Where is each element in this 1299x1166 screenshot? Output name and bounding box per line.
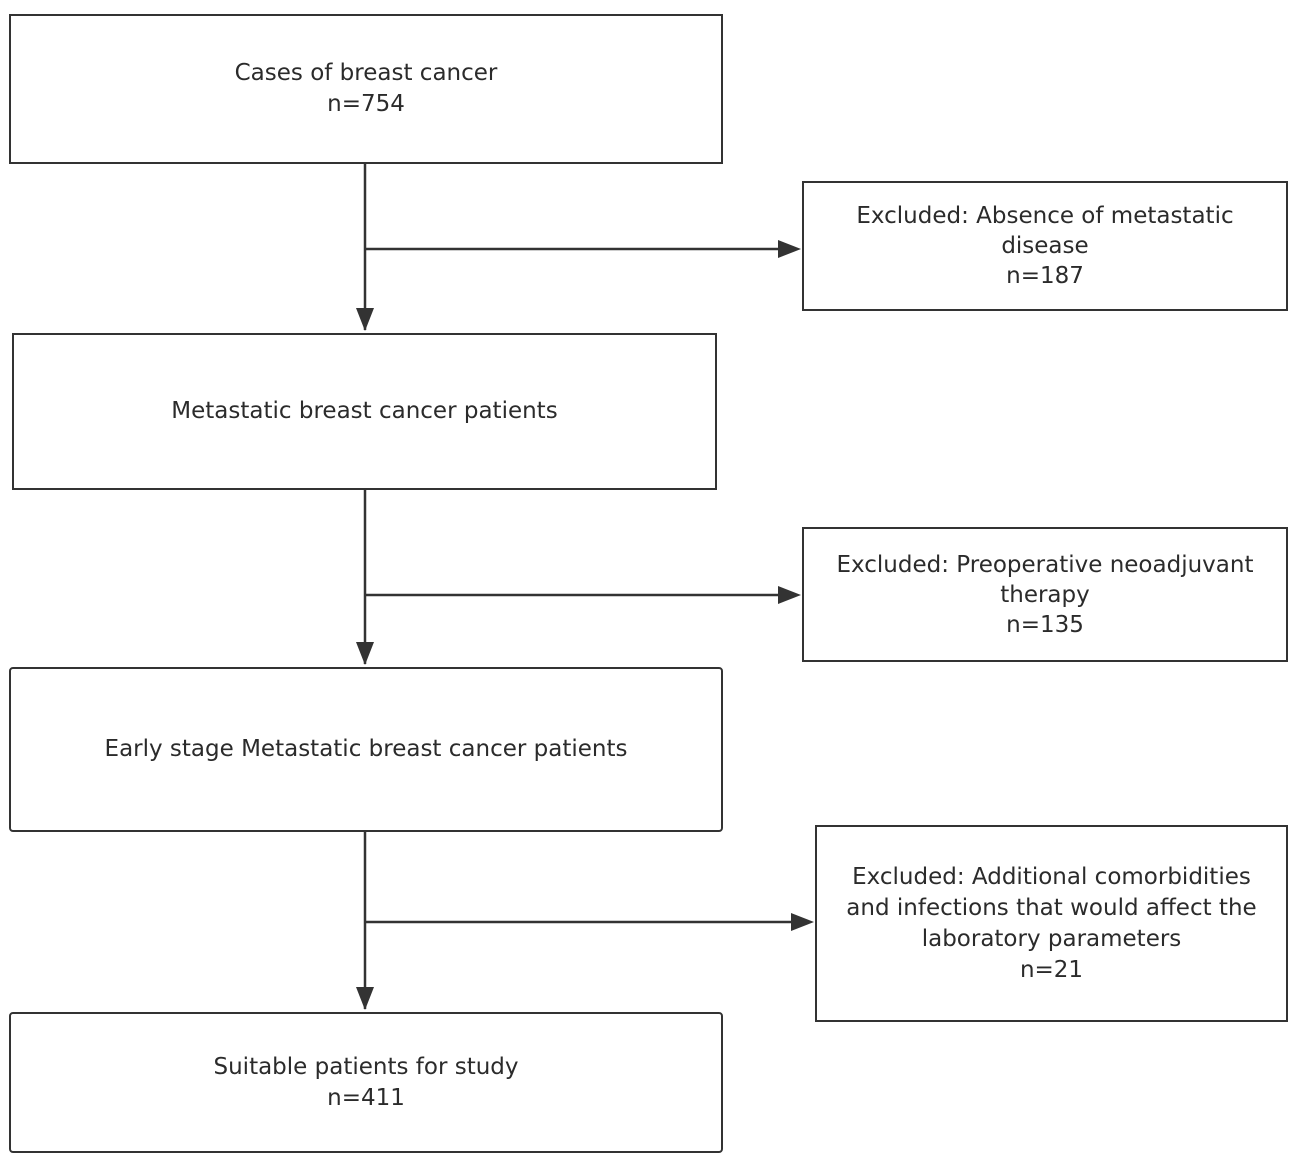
down-arrowhead-2: [356, 642, 374, 665]
exclusion-neoadjuvant-line2: therapy: [1000, 581, 1090, 608]
exclusion-comorbidities-line3: laboratory parameters: [921, 925, 1182, 952]
cases-label: Cases of breast cancer: [234, 60, 498, 86]
early-stage-box: Early stage Metastatic breast cancer pat…: [9, 667, 723, 832]
suitable-count: n=411: [327, 1084, 405, 1111]
metastatic-box: Metastatic breast cancer patients: [12, 333, 717, 490]
exclusion-box-neoadjuvant: Excluded: Preoperative neoadjuvant thera…: [802, 527, 1288, 662]
suitable-box: Suitable patients for study n=411: [9, 1012, 723, 1153]
down-arrowhead-3: [356, 987, 374, 1010]
exclusion-neoadjuvant-line1: Excluded: Preoperative neoadjuvant: [836, 551, 1254, 578]
exclusion-comorbidities-line1: Excluded: Additional comorbidities: [852, 863, 1251, 890]
exclusion-no-metastasis-line1: Excluded: Absence of metastatic: [856, 203, 1234, 229]
exclusion-arrowhead-1: [778, 240, 801, 258]
exclusion-box-comorbidities: Excluded: Additional comorbidities and i…: [815, 825, 1288, 1022]
exclusion-arrowhead-3: [791, 913, 814, 931]
exclusion-no-metastasis-line2: disease: [1001, 233, 1089, 259]
cases-box: Cases of breast cancer n=754: [9, 14, 723, 164]
down-arrowhead-1: [356, 308, 374, 331]
exclusion-no-metastasis-count: n=187: [1006, 263, 1084, 289]
suitable-label: Suitable patients for study: [213, 1053, 519, 1080]
exclusion-comorbidities-count: n=21: [1019, 956, 1084, 983]
exclusion-neoadjuvant-count: n=135: [1006, 611, 1084, 638]
exclusion-comorbidities-line2: and infections that would affect the: [846, 894, 1257, 921]
exclusion-box-no-metastasis: Excluded: Absence of metastatic disease …: [802, 181, 1288, 311]
exclusion-arrowhead-2: [778, 586, 801, 604]
cases-count: n=754: [327, 91, 405, 117]
metastatic-label: Metastatic breast cancer patients: [171, 398, 558, 424]
early-stage-label: Early stage Metastatic breast cancer pat…: [104, 736, 628, 762]
